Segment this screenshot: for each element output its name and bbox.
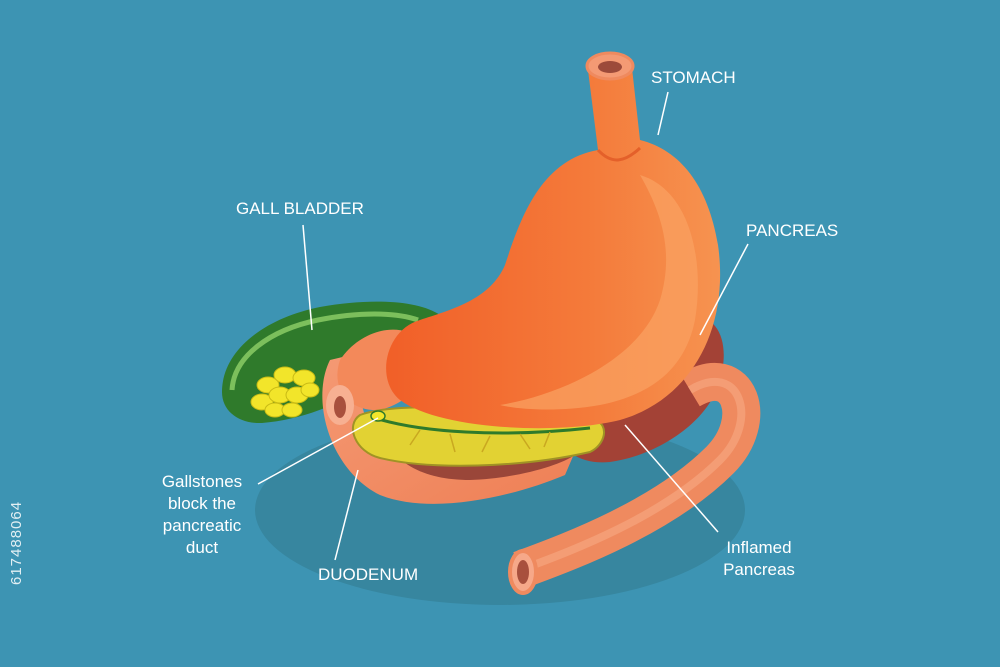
label-inflamed-line-2: Pancreas xyxy=(723,560,795,579)
label-gallstones-line-2: block the xyxy=(167,494,237,513)
pancreatic-duct xyxy=(374,416,591,435)
leader-duodenum xyxy=(334,469,359,561)
leader-pancreas xyxy=(699,243,749,336)
label-pancreas: PANCREAS xyxy=(746,221,839,240)
leader-gall-bladder xyxy=(302,224,313,331)
leader-stomach xyxy=(657,91,669,136)
label-gallstones-line-4: duct xyxy=(185,538,219,557)
label-inflamed-pancreas: Inflamed Pancreas xyxy=(714,537,804,581)
label-gallstones-line-1: Gallstones xyxy=(161,472,243,491)
leader-lines xyxy=(257,91,749,561)
leader-gallstones xyxy=(257,417,379,485)
label-gall-bladder: GALL BLADDER xyxy=(236,199,364,218)
intestine-tube xyxy=(508,363,761,595)
stock-id: 617488064 xyxy=(8,500,25,585)
gallstones-cluster xyxy=(250,366,320,418)
leader-inflamed xyxy=(624,424,719,533)
label-gallstones-line-3: pancreatic xyxy=(162,516,242,535)
label-gallstones: Gallstones block the pancreatic duct xyxy=(148,471,256,559)
stomach xyxy=(386,51,721,429)
label-duodenum: DUODENUM xyxy=(318,565,419,584)
label-stomach: STOMACH xyxy=(651,68,736,87)
label-inflamed-line-1: Inflamed xyxy=(726,538,792,557)
